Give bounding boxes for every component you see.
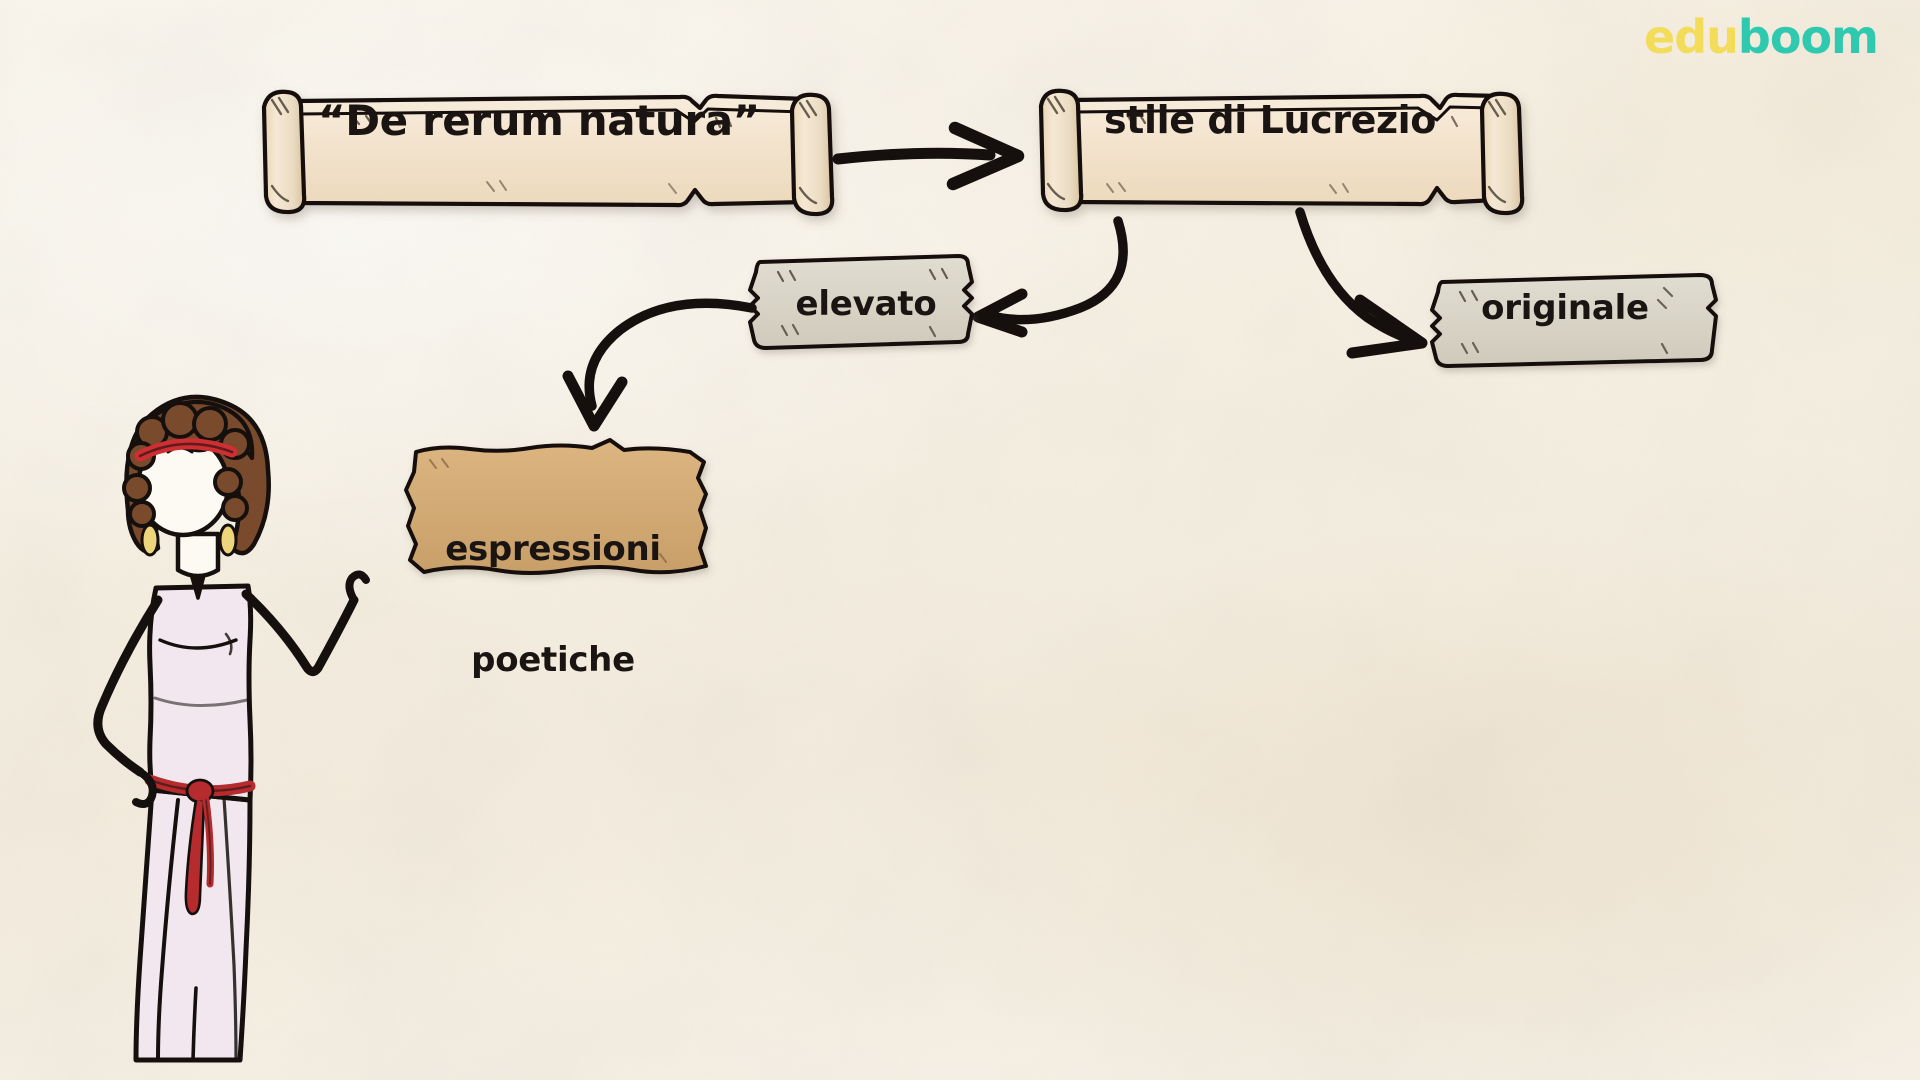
edge-arrow-straight <box>832 121 1025 191</box>
earring-left <box>140 523 160 557</box>
brand-logo: eduboom <box>1644 14 1879 60</box>
edge-arrow-to-elevato <box>972 216 1128 338</box>
node-stile-di-lucrezio[interactable] <box>1038 88 1525 216</box>
node-originale[interactable] <box>1430 273 1718 368</box>
node-label-line-one: espressioni <box>445 529 661 570</box>
node-label-line-two: poetiche <box>471 639 635 680</box>
brand-logo-boom: boom <box>1737 10 1879 64</box>
node-elevato[interactable] <box>748 254 974 350</box>
node-de-rerum-natura[interactable] <box>261 89 835 217</box>
node-label-stile-di-lucrezio: stile di Lucrezio <box>1103 98 1437 142</box>
node-espressioni-poetiche[interactable] <box>404 438 708 575</box>
scroll-roll-left <box>1038 88 1084 213</box>
edge-arrow-to-espressioni <box>562 298 757 432</box>
illustration-roman-woman <box>93 394 370 1063</box>
node-label-elevato: elevato <box>795 284 937 324</box>
scroll-roll-right <box>1479 91 1525 216</box>
scroll-roll-left <box>261 89 307 215</box>
earring-right <box>218 523 238 557</box>
node-label-de-rerum-natura: “De rerum natura” <box>318 96 760 145</box>
scroll-roll-right <box>789 92 835 217</box>
brand-logo-edu: edu <box>1644 10 1739 64</box>
node-label-espressioni-poetiche: espressioni poetiche <box>408 458 698 752</box>
edge-arrow-to-originale <box>1295 207 1428 359</box>
node-label-originale: originale <box>1481 288 1649 328</box>
